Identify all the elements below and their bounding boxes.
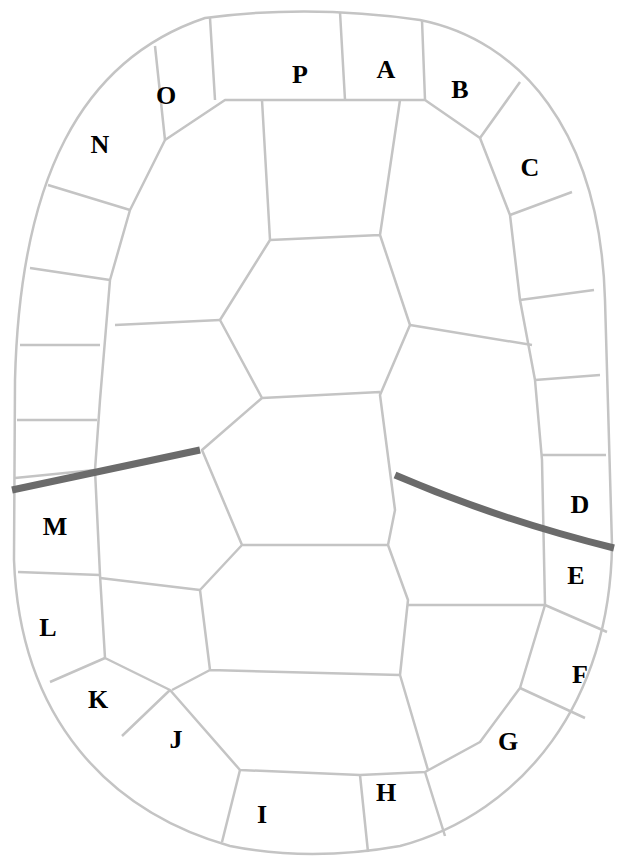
scute-outlines [14, 11, 612, 854]
shell-outline [14, 11, 612, 854]
part-letter: B [451, 77, 468, 103]
part-letter: M [43, 514, 68, 540]
part-letter: J [170, 727, 183, 753]
part-letter: P [292, 62, 308, 88]
part-letter: A [377, 57, 396, 83]
cut-line [395, 475, 614, 548]
part-letter: F [572, 662, 588, 688]
part-letter: C [521, 155, 540, 181]
part-letter: H [376, 780, 396, 806]
marginal-dividers [15, 12, 607, 852]
part-letter: L [39, 615, 56, 641]
part-letter: I [257, 802, 267, 828]
part-letter: O [156, 83, 176, 109]
part-letter: N [91, 132, 110, 158]
vertebral-scutes [172, 100, 428, 770]
part-letter: K [88, 687, 108, 713]
part-letter: G [498, 729, 518, 755]
cut-line [12, 450, 200, 490]
cut-lines [12, 450, 614, 548]
part-letter: D [571, 492, 590, 518]
pleural-dividers [100, 320, 544, 605]
part-letter: E [567, 563, 584, 589]
marginal-inner-edge [95, 100, 545, 775]
